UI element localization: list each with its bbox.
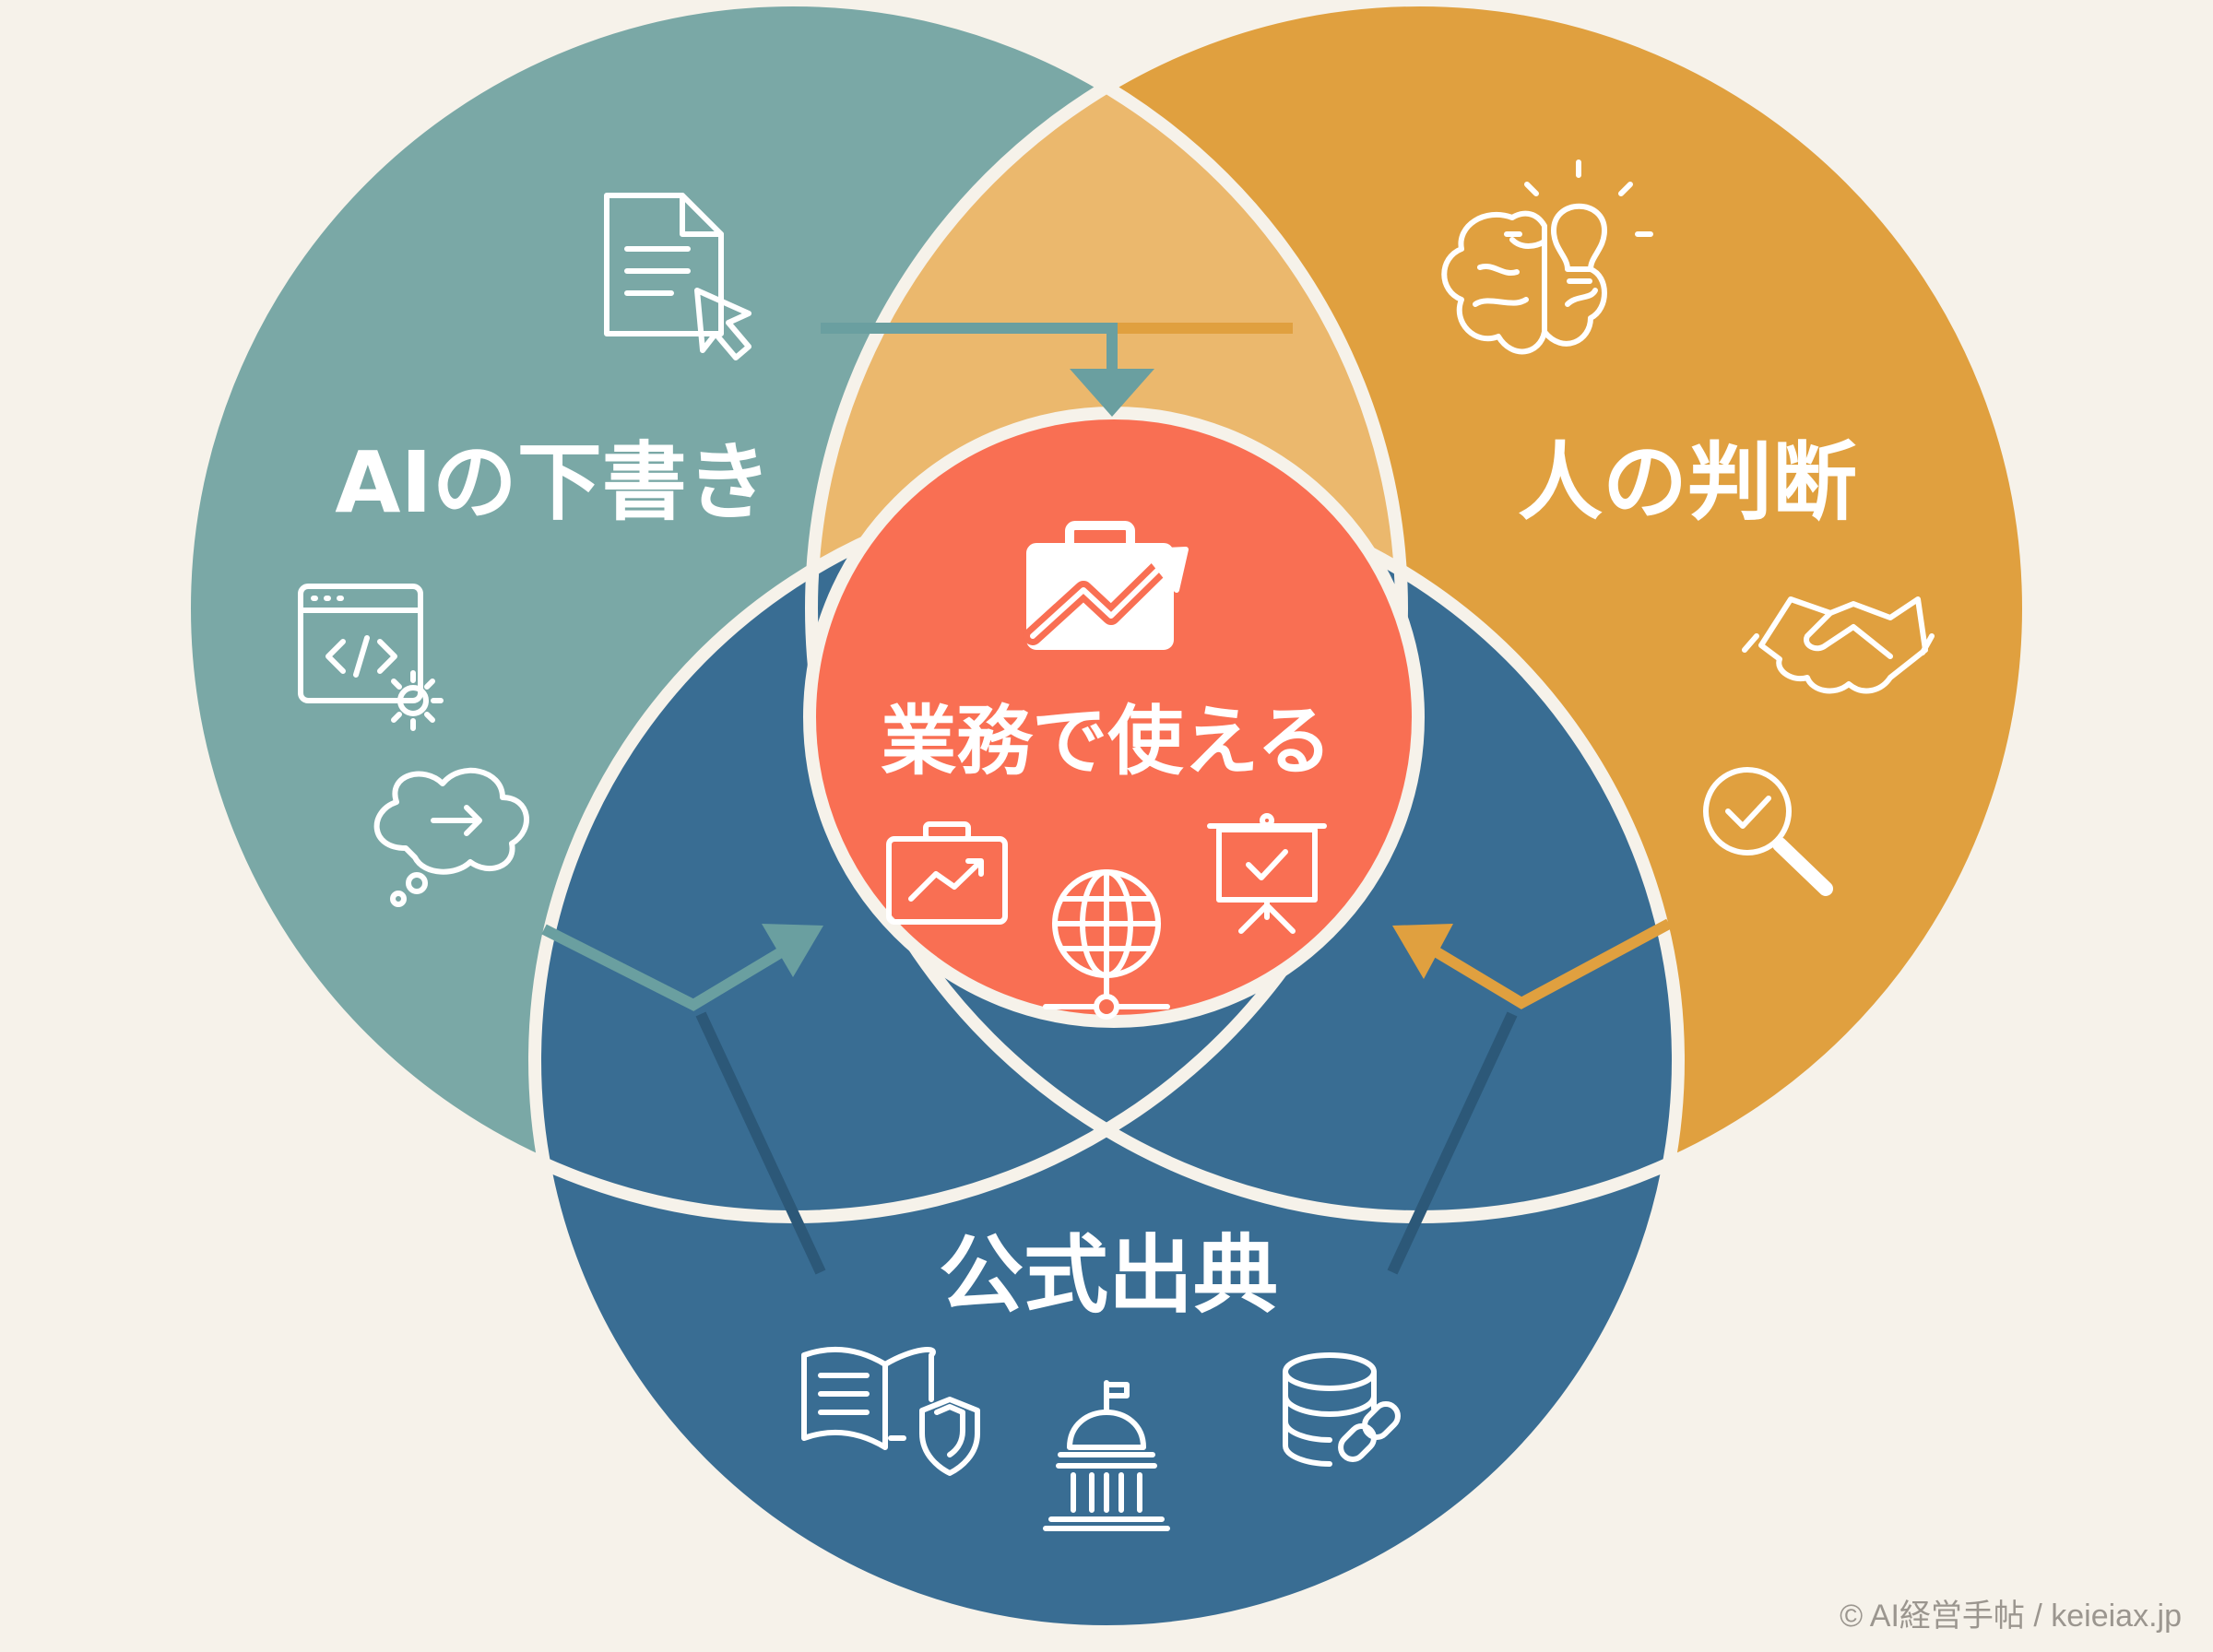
- magnifier-check-icon: [1703, 767, 1833, 896]
- thought-bubble-arrow-icon: [373, 767, 529, 907]
- arrow-top: [821, 323, 1293, 417]
- brain-lightbulb-icon: [1441, 159, 1653, 355]
- handshake-icon: [1742, 596, 1935, 694]
- document-cursor-icon: [604, 193, 751, 360]
- briefcase-growth-icon: [1024, 521, 1189, 650]
- open-book-shield-icon: [801, 1347, 980, 1476]
- presentation-check-icon: [1207, 813, 1327, 934]
- arrow-left: [541, 924, 826, 1275]
- label-human-judgment: 人の判断: [1518, 433, 1857, 532]
- arrow-right: [1387, 918, 1672, 1275]
- database-link-icon: [1283, 1352, 1401, 1467]
- copyright-text: © AI経営手帖 / keieiax.jp: [1840, 1599, 2182, 1634]
- label-center: 業務で使える: [881, 698, 1332, 785]
- briefcase-chart-icon: [886, 821, 1008, 925]
- globe-network-icon: [1043, 869, 1170, 1020]
- label-official-source: 公式出典: [939, 1226, 1278, 1325]
- code-window-gear-icon: [298, 584, 444, 731]
- government-building-icon: [1043, 1380, 1170, 1531]
- label-ai-draft: AIの下書き: [335, 433, 771, 532]
